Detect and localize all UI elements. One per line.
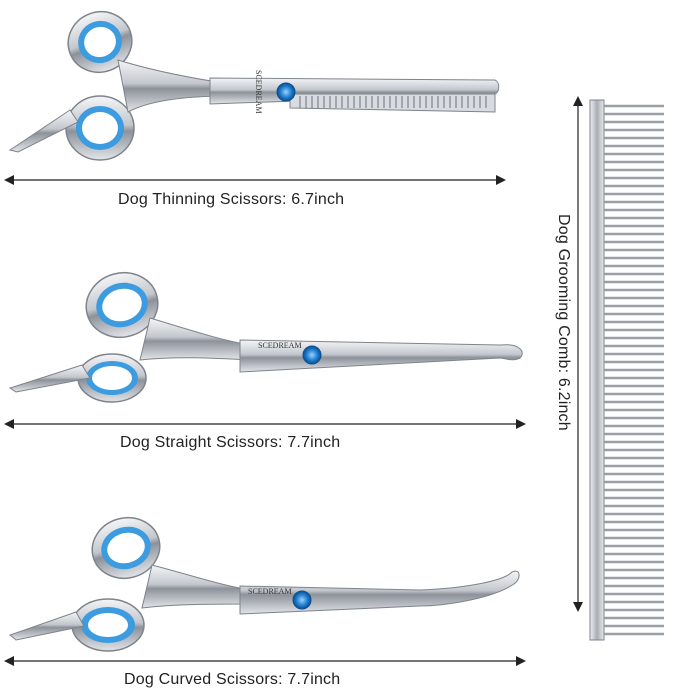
comb-label: Dog Grooming Comb: 6.2inch — [555, 214, 572, 431]
brand-engraving: SCEDREAM — [258, 341, 302, 350]
brand-engraving: SCEDREAM — [254, 70, 263, 114]
curved-length-arrow — [4, 656, 526, 666]
thinning-length-arrow — [4, 175, 506, 185]
pivot-screw — [302, 345, 322, 365]
comb-teeth — [604, 104, 664, 636]
straight-length-arrow — [4, 419, 526, 429]
pivot-screw — [292, 590, 312, 610]
straight-scissors-label: Dog Straight Scissors: 7.7inch — [120, 434, 341, 451]
grooming-comb — [589, 99, 664, 641]
curved-scissors: SCEDREAM — [9, 516, 520, 652]
thinning-scissors-label: Dog Thinning Scissors: 6.7inch — [118, 191, 345, 208]
brand-engraving: SCEDREAM — [248, 587, 292, 596]
thinning-scissors: SCEDREAM — [8, 11, 500, 161]
comb-length-arrow — [573, 96, 583, 612]
pivot-screw — [276, 82, 296, 102]
curved-scissors-label: Dog Curved Scissors: 7.7inch — [124, 671, 341, 688]
straight-scissors: SCEDREAM — [8, 271, 523, 403]
comb-spine — [589, 99, 605, 641]
